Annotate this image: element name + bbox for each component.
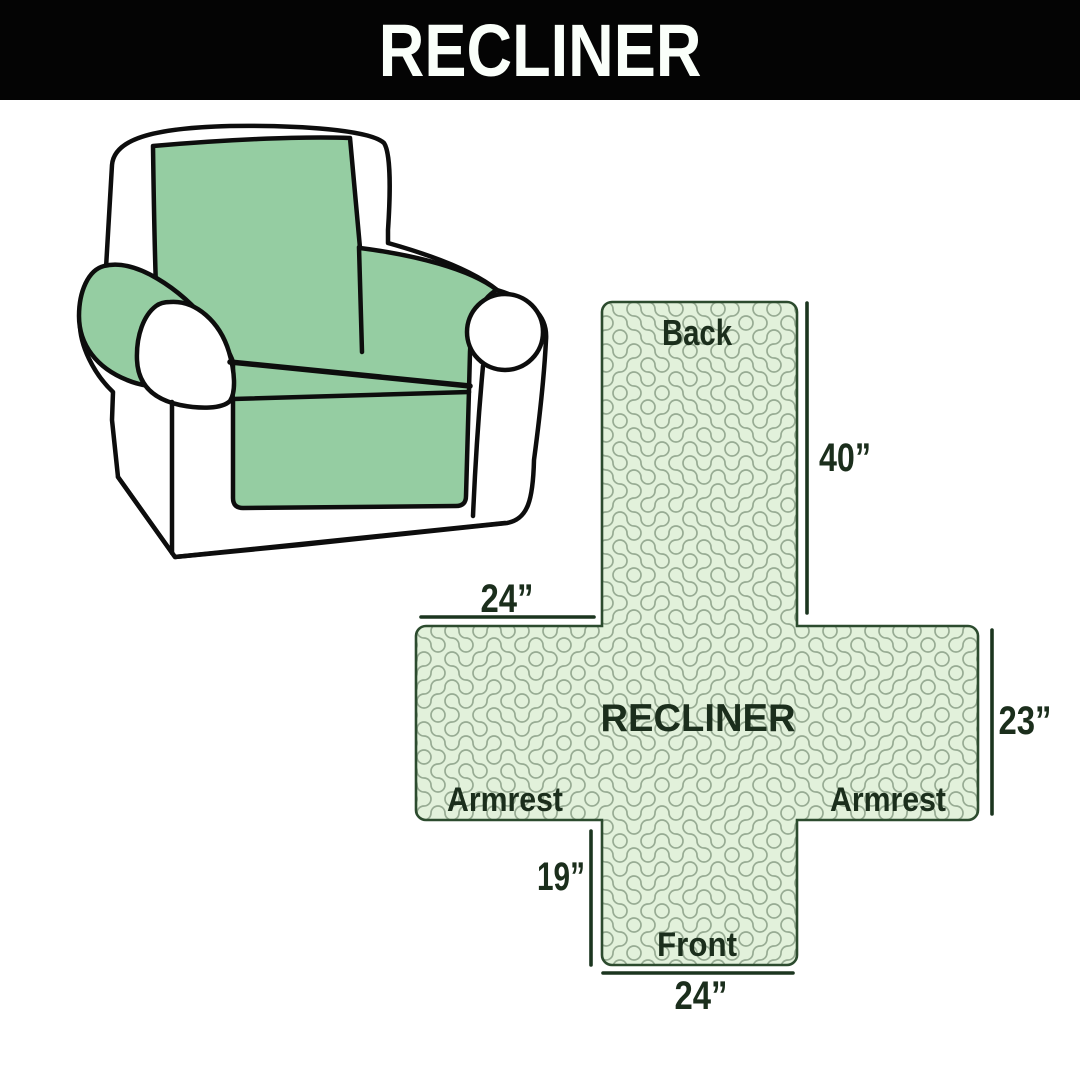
svg-text:24”: 24” [481, 577, 534, 621]
svg-text:Back: Back [662, 312, 733, 353]
svg-text:Armrest: Armrest [447, 781, 563, 819]
svg-text:RECLINER: RECLINER [601, 697, 796, 740]
svg-text:19”: 19” [537, 855, 585, 899]
svg-text:23”: 23” [999, 699, 1052, 743]
svg-text:Armrest: Armrest [830, 781, 946, 819]
svg-text:Front: Front [657, 926, 737, 964]
svg-text:40”: 40” [819, 436, 871, 480]
svg-text:24”: 24” [675, 974, 728, 1018]
